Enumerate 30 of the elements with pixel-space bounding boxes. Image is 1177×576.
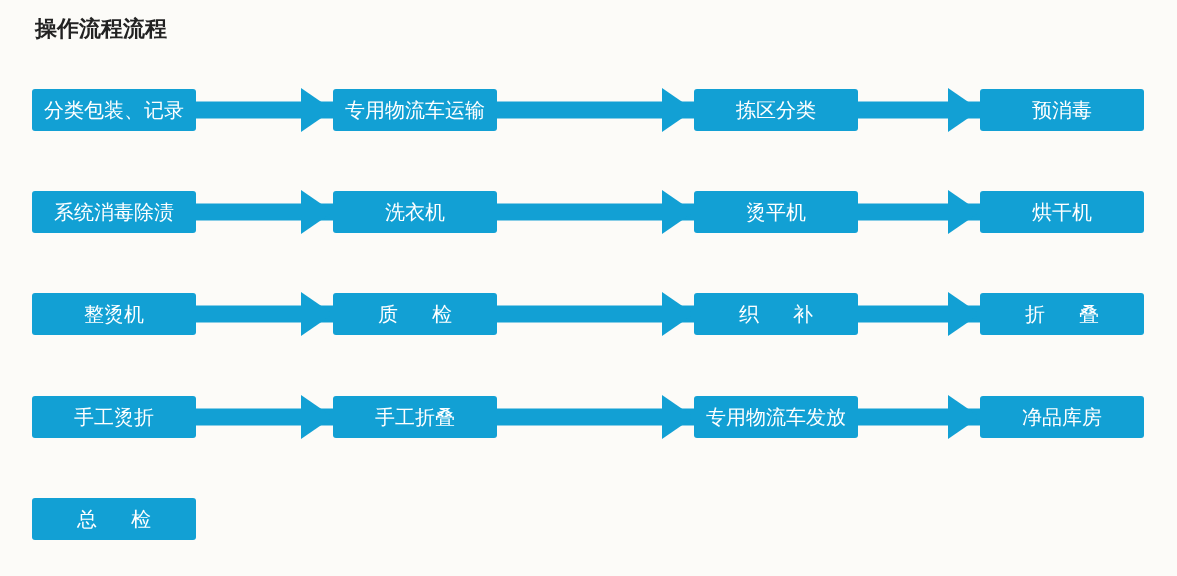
arrow xyxy=(497,292,694,336)
arrow xyxy=(858,190,980,234)
process-box: 拣区分类 xyxy=(694,89,858,131)
process-box: 烫平机 xyxy=(694,191,858,233)
arrow xyxy=(196,88,333,132)
process-box: 折 叠 xyxy=(980,293,1144,335)
process-box: 质 检 xyxy=(333,293,497,335)
arrow xyxy=(858,88,980,132)
process-box: 总 检 xyxy=(32,498,196,540)
process-box: 专用物流车运输 xyxy=(333,89,497,131)
arrow xyxy=(196,292,333,336)
process-box: 系统消毒除渍 xyxy=(32,191,196,233)
process-box: 织 补 xyxy=(694,293,858,335)
process-box: 整烫机 xyxy=(32,293,196,335)
process-box: 手工折叠 xyxy=(333,396,497,438)
process-box: 专用物流车发放 xyxy=(694,396,858,438)
arrow xyxy=(497,395,694,439)
process-box: 烘干机 xyxy=(980,191,1144,233)
arrow xyxy=(858,395,980,439)
arrow xyxy=(196,190,333,234)
process-box: 预消毒 xyxy=(980,89,1144,131)
process-box: 手工烫折 xyxy=(32,396,196,438)
arrow xyxy=(497,88,694,132)
title: 操作流程流程 xyxy=(35,15,167,43)
arrow xyxy=(497,190,694,234)
arrow xyxy=(858,292,980,336)
arrow xyxy=(196,395,333,439)
process-box: 洗衣机 xyxy=(333,191,497,233)
process-box: 净品库房 xyxy=(980,396,1144,438)
process-box: 分类包装、记录 xyxy=(32,89,196,131)
